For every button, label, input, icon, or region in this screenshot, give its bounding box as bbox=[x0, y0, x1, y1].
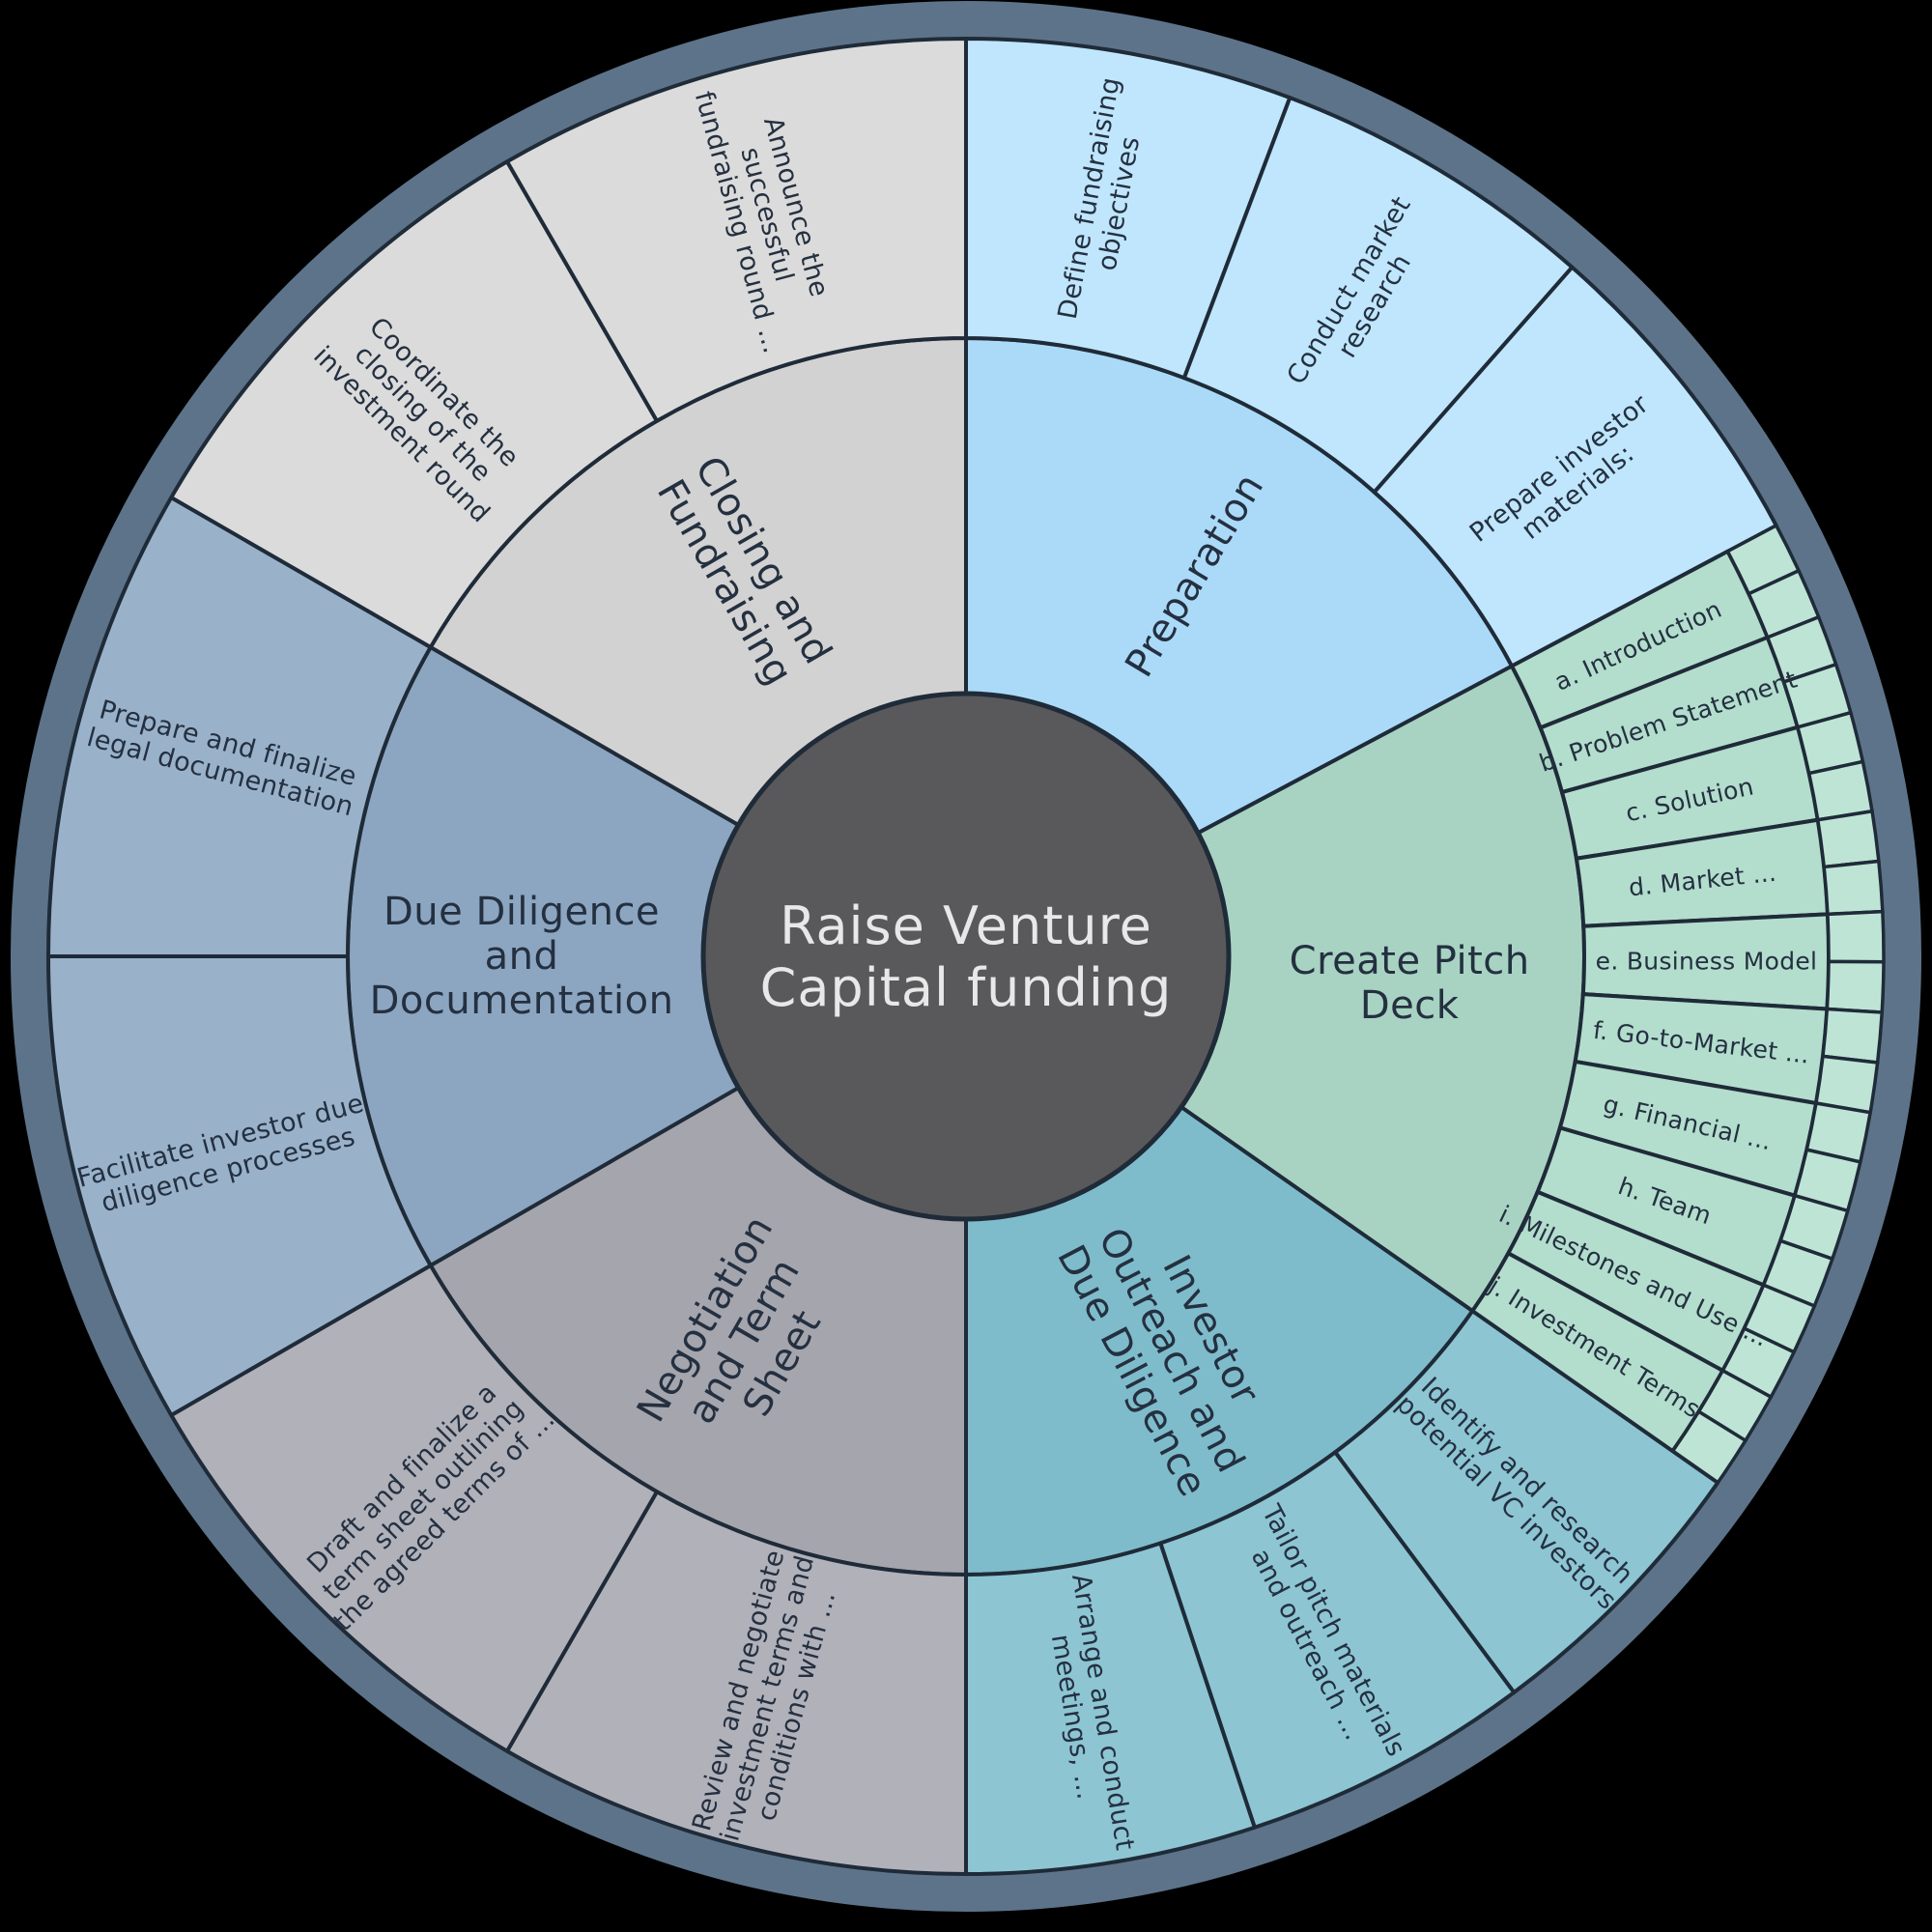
leaf-item[interactable] bbox=[1816, 810, 1881, 869]
center-node[interactable] bbox=[700, 691, 1232, 1222]
leaf-item[interactable] bbox=[1825, 959, 1886, 1014]
outer-rim bbox=[11, 1, 1921, 1912]
leaf-item[interactable] bbox=[1826, 909, 1886, 964]
leaf-item[interactable] bbox=[1822, 859, 1885, 917]
leaf-item[interactable] bbox=[1821, 1007, 1884, 1065]
task-announce-the-successful-fundraising-round[interactable] bbox=[505, 37, 968, 423]
